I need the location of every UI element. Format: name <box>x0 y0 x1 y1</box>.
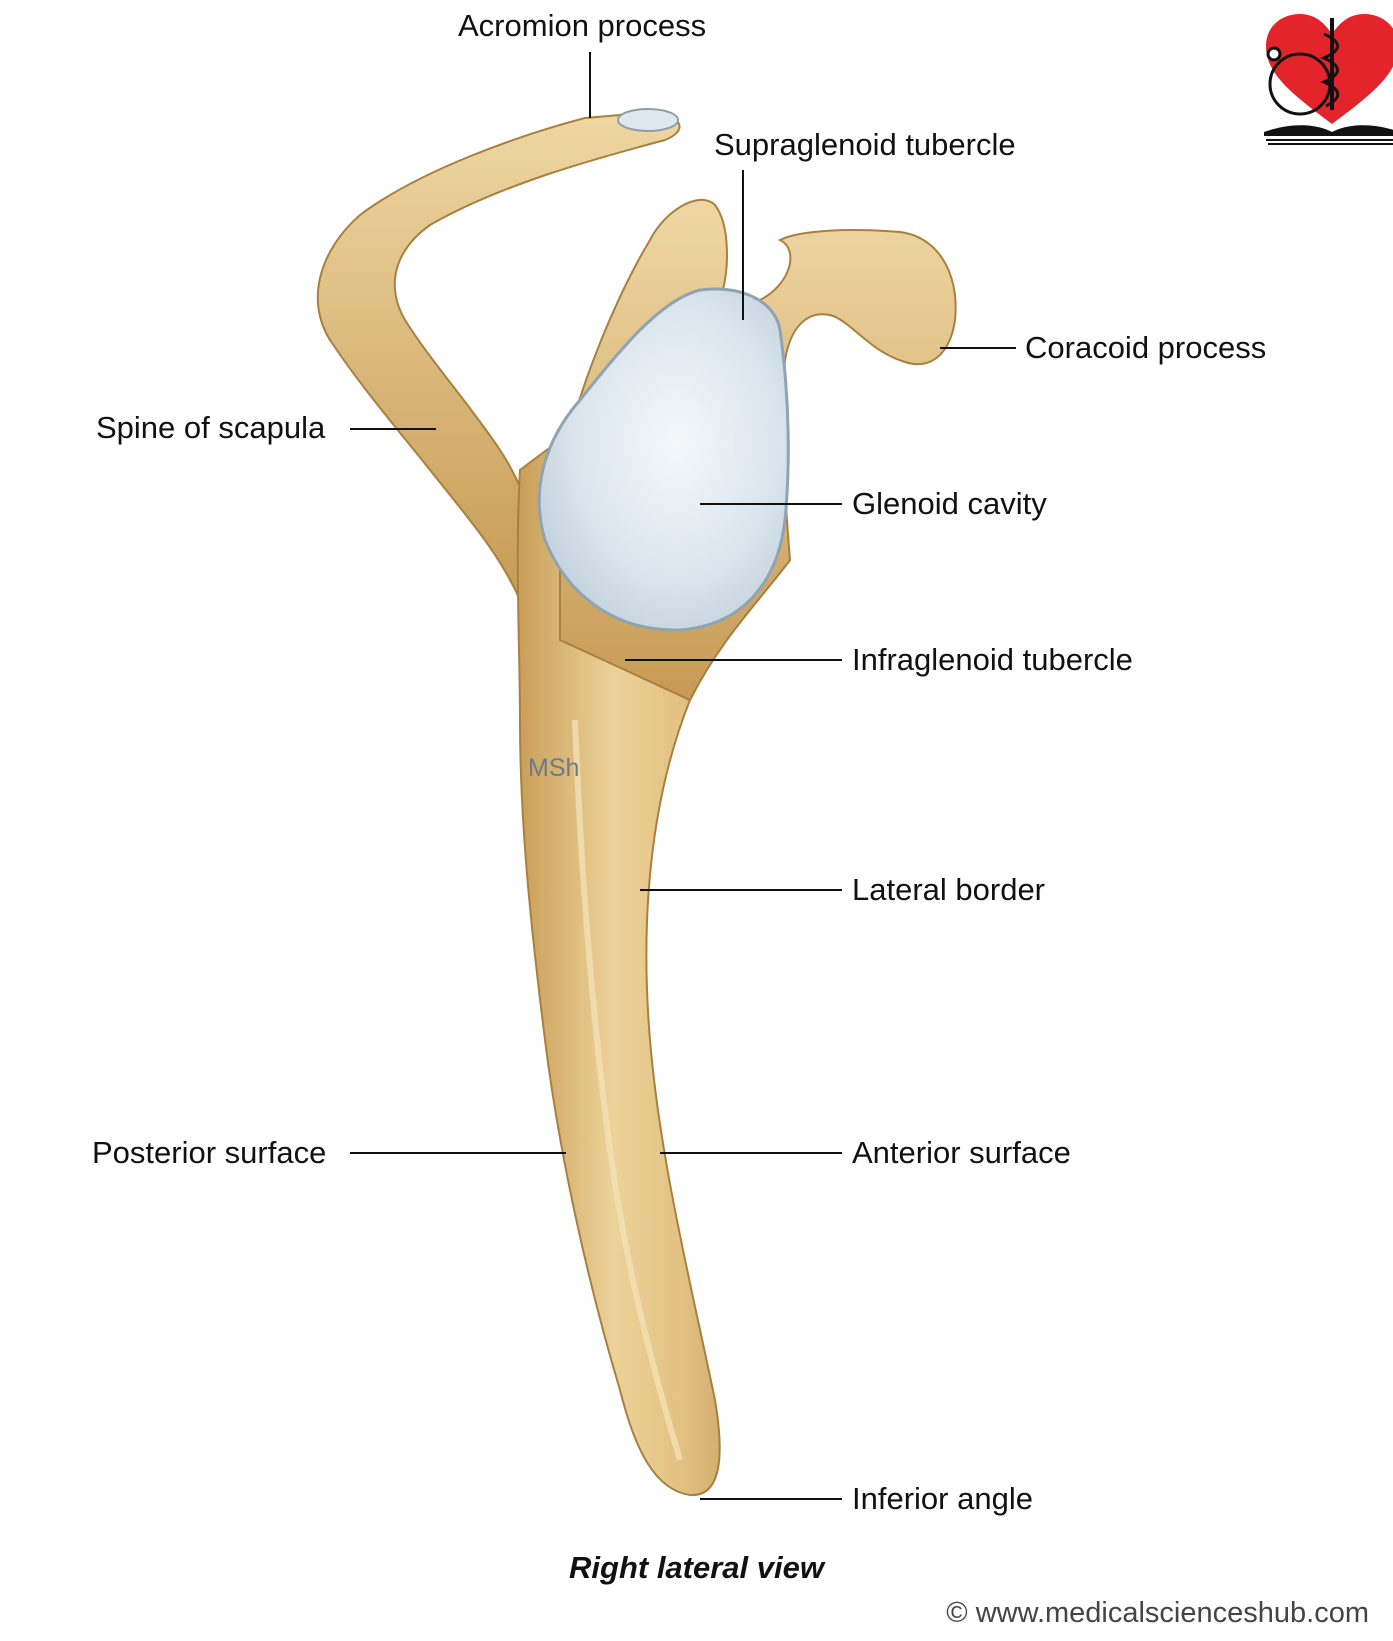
heart-shape <box>1266 14 1393 124</box>
label-posterior-surface: Posterior surface <box>92 1135 327 1170</box>
label-inferior-angle: Inferior angle <box>852 1481 1033 1516</box>
shaft-highlight <box>572 719 683 1461</box>
label-infraglenoid-tubercle: Infraglenoid tubercle <box>852 642 1133 677</box>
label-supraglenoid-tubercle: Supraglenoid tubercle <box>714 127 1016 162</box>
leader-lines <box>350 52 1016 1500</box>
acromion-articular-facet <box>617 108 679 132</box>
label-coracoid-process: Coracoid process <box>1025 330 1267 365</box>
label-spine-of-scapula: Spine of scapula <box>96 410 326 445</box>
label-anterior-surface: Anterior surface <box>852 1135 1071 1170</box>
caduceus-snake <box>1320 32 1340 108</box>
watermark-msh: MSh <box>528 754 580 782</box>
open-book-icon <box>1264 125 1393 136</box>
label-glenoid-cavity: Glenoid cavity <box>852 486 1047 521</box>
copyright-notice: © www.medicalscienceshub.com <box>946 1597 1369 1629</box>
heart-logo-icon <box>1264 14 1393 145</box>
label-acromion-process: Acromion process <box>458 8 707 43</box>
label-lateral-border: Lateral border <box>852 872 1046 907</box>
glenoid-cavity-surface <box>537 287 790 632</box>
figure-caption: Right lateral view <box>569 1550 824 1585</box>
stethoscope-chest-piece <box>1266 46 1282 62</box>
